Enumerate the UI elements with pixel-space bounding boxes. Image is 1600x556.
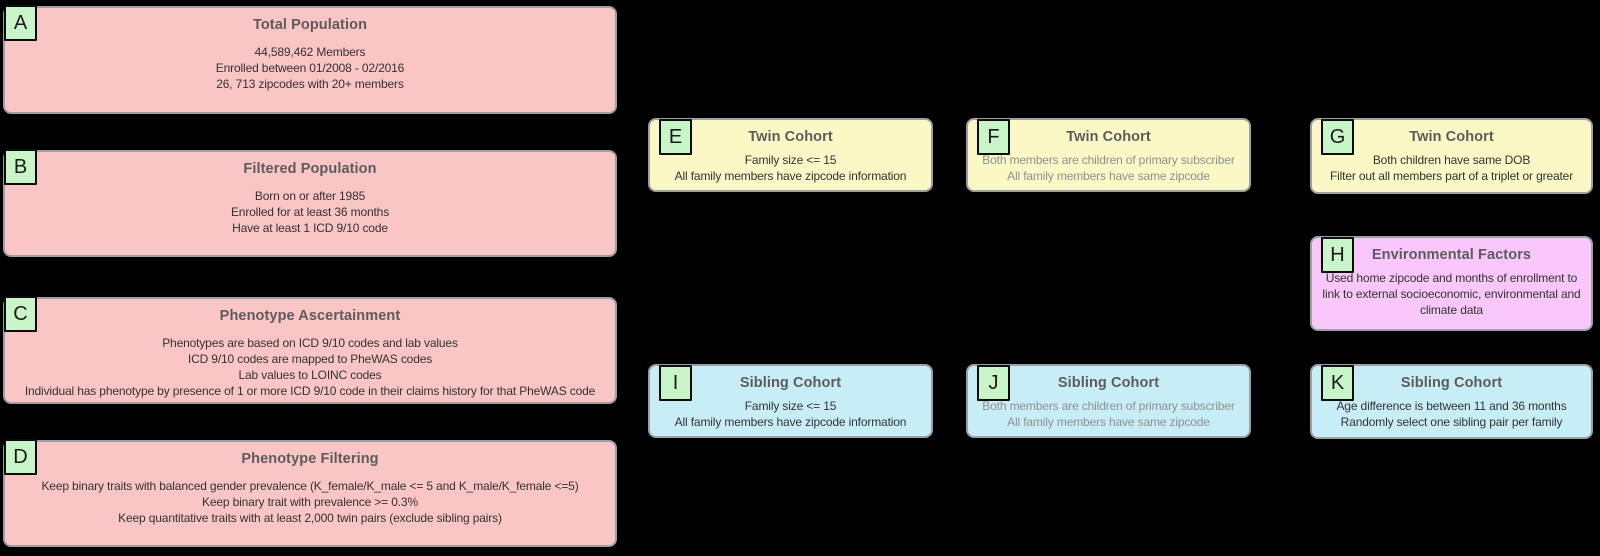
node-title: Sibling Cohort — [1057, 375, 1160, 391]
node-text-line: All family members have same zipcode — [1007, 415, 1210, 429]
diagram-node-d: D Phenotype Filtering Keep binary traits… — [3, 439, 617, 547]
node-letter-badge: F — [977, 119, 1010, 155]
node-text-line: ICD 9/10 codes are mapped to PheWAS code… — [187, 352, 433, 366]
node-letter-badge: I — [659, 365, 692, 401]
node-body: Both members are children of primary sub… — [968, 152, 1249, 184]
node-title: Environmental Factors — [1371, 247, 1532, 263]
node-text-line: Family size <= 15 — [744, 399, 837, 413]
diagram-node-k: K Sibling Cohort Age difference is betwe… — [1310, 364, 1593, 439]
node-title: Phenotype Filtering — [241, 451, 379, 467]
node-text-line: Both members are children of primary sub… — [982, 399, 1235, 413]
node-text-line: Keep binary trait with prevalence >= 0.3… — [202, 495, 418, 509]
node-title: Twin Cohort — [1066, 129, 1151, 145]
node-letter-badge: G — [1321, 119, 1354, 155]
node-text-line: All family members have zipcode informat… — [674, 415, 907, 429]
node-text-line: Both children have same DOB — [1372, 153, 1531, 167]
node-title: Filtered Population — [243, 161, 377, 177]
diagram-node-f: F Twin Cohort Both members are children … — [966, 118, 1251, 192]
node-text-line: Born on or after 1985 — [254, 189, 366, 203]
node-text-line: link to external socioeconomic, environm… — [1322, 287, 1581, 301]
diagram-node-b: B Filtered Population Born on or after 1… — [3, 149, 617, 257]
node-text-line: Individual has phenotype by presence of … — [24, 384, 596, 398]
node-body: Age difference is between 11 and 36 mont… — [1312, 398, 1591, 430]
node-text-line: Phenotypes are based on ICD 9/10 codes a… — [162, 336, 458, 350]
node-text-line: All family members have zipcode informat… — [674, 169, 907, 183]
node-text-line: Enrolled for at least 36 months — [230, 205, 390, 219]
node-body: Phenotypes are based on ICD 9/10 codes a… — [5, 335, 615, 399]
node-text-line: Age difference is between 11 and 36 mont… — [1336, 399, 1567, 413]
node-body: Both children have same DOB Filter out al… — [1312, 152, 1591, 184]
node-letter-badge: B — [4, 149, 37, 185]
node-title: Twin Cohort — [748, 129, 833, 145]
node-text-line: Keep binary traits with balanced gender … — [41, 479, 579, 493]
node-body: Used home zipcode and months of enrollme… — [1312, 270, 1591, 318]
node-title: Sibling Cohort — [1400, 375, 1503, 391]
node-text-line: Lab values to LOINC codes — [238, 368, 382, 382]
node-body: Both members are children of primary sub… — [968, 398, 1249, 430]
node-text-line: Family size <= 15 — [744, 153, 837, 167]
node-title: Phenotype Ascertainment — [219, 308, 401, 324]
node-letter-badge: K — [1321, 365, 1354, 401]
diagram-node-j: J Sibling Cohort Both members are childr… — [966, 364, 1251, 438]
node-letter-badge: C — [4, 296, 37, 332]
node-text-line: 44,589,462 Members — [254, 45, 366, 59]
node-letter-badge: H — [1321, 237, 1354, 273]
node-letter-badge: J — [977, 365, 1010, 401]
node-letter-badge: D — [4, 439, 37, 475]
diagram-node-h: H Environmental Factors Used home zipcod… — [1310, 236, 1593, 331]
node-title: Total Population — [252, 17, 368, 33]
node-text-line: Randomly select one sibling pair per fam… — [1340, 415, 1563, 429]
node-text-line: 26, 713 zipcodes with 20+ members — [216, 77, 404, 91]
node-title: Twin Cohort — [1409, 129, 1494, 145]
node-text-line: Used home zipcode and months of enrollme… — [1325, 271, 1578, 285]
node-text-line: climate data — [1420, 303, 1483, 317]
diagram-node-e: E Twin Cohort Family size <= 15 All famil… — [648, 118, 933, 192]
node-body: Family size <= 15 All family members have… — [650, 398, 931, 430]
node-letter-badge: E — [659, 119, 692, 155]
node-text-line: Have at least 1 ICD 9/10 code — [232, 221, 388, 235]
node-text-line: All family members have same zipcode — [1007, 169, 1210, 183]
node-title: Sibling Cohort — [739, 375, 842, 391]
node-body: Family size <= 15 All family members have… — [650, 152, 931, 184]
node-text-line: Enrolled between 01/2008 - 02/2016 — [215, 61, 405, 75]
node-letter-badge: A — [4, 5, 37, 41]
diagram-node-i: I Sibling Cohort Family size <= 15 All fa… — [648, 364, 933, 438]
node-text-line: Filter out all members part of a triplet… — [1329, 169, 1574, 183]
diagram-node-c: C Phenotype Ascertainment Phenotypes are… — [3, 296, 617, 404]
node-body: Keep binary traits with balanced gender … — [5, 478, 615, 526]
diagram-node-g: G Twin Cohort Both children have same DO… — [1310, 118, 1593, 194]
node-text-line: Keep quantitative traits with at least 2… — [118, 511, 502, 525]
node-text-line: Both members are children of primary sub… — [982, 153, 1235, 167]
